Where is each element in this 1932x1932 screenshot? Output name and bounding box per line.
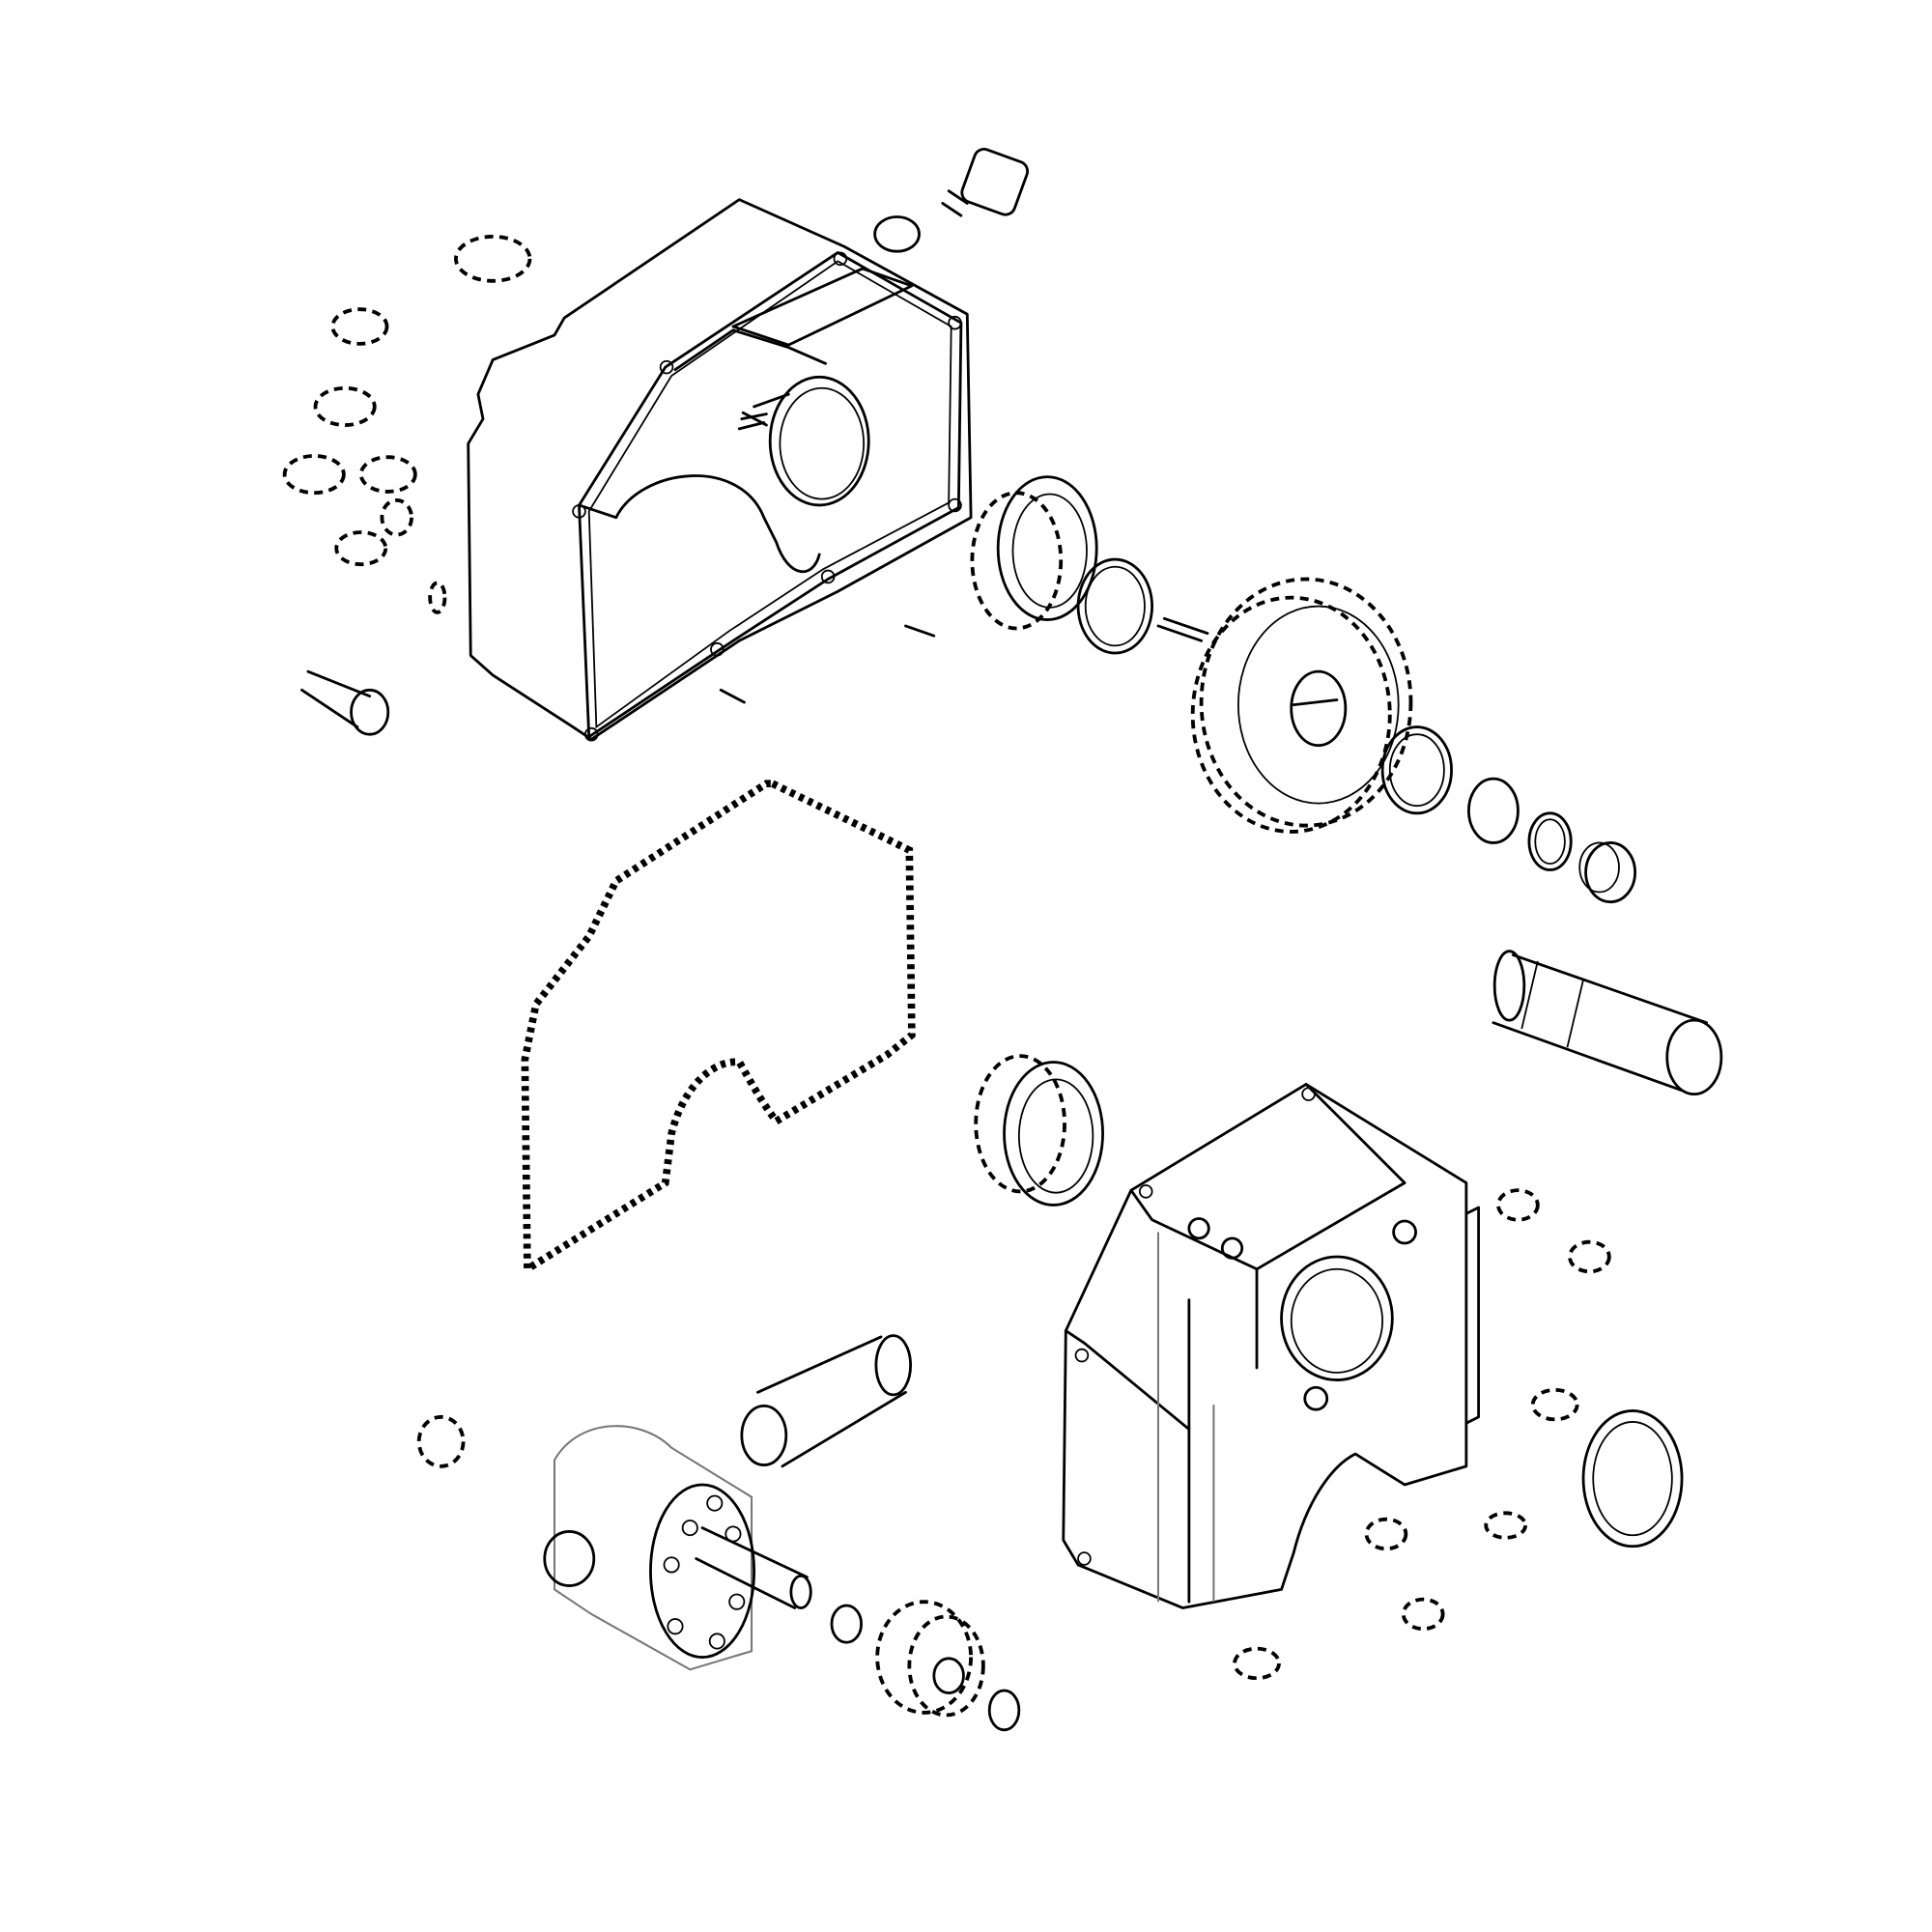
drain-plug (300, 669, 390, 736)
needle-bearing-lower (974, 1054, 1104, 1207)
lower-housing (1062, 1083, 1481, 1609)
hydraulic-pump (543, 1425, 812, 1671)
snap-ring-1 (1076, 557, 1154, 655)
upper-cover-housing (467, 198, 973, 742)
coupling-sleeve (740, 1334, 913, 1468)
needle-bearing-upper (970, 475, 1098, 631)
pin (1156, 616, 1209, 642)
snap-ring-3 (1467, 777, 1520, 844)
breather-fitting (873, 148, 1030, 253)
gasket (521, 780, 916, 1276)
dowel-pins (719, 411, 936, 704)
washer (1527, 811, 1573, 871)
shaft (1492, 950, 1723, 1096)
oil-seal (1581, 1409, 1684, 1548)
screws (282, 234, 1611, 1681)
circlip-small-1 (830, 1604, 863, 1644)
pinion-gear (875, 1600, 985, 1718)
snap-ring-2 (1380, 725, 1453, 815)
circlip-small-2 (987, 1689, 1021, 1732)
plug-cap (1578, 841, 1637, 904)
gear-large (1190, 577, 1413, 834)
